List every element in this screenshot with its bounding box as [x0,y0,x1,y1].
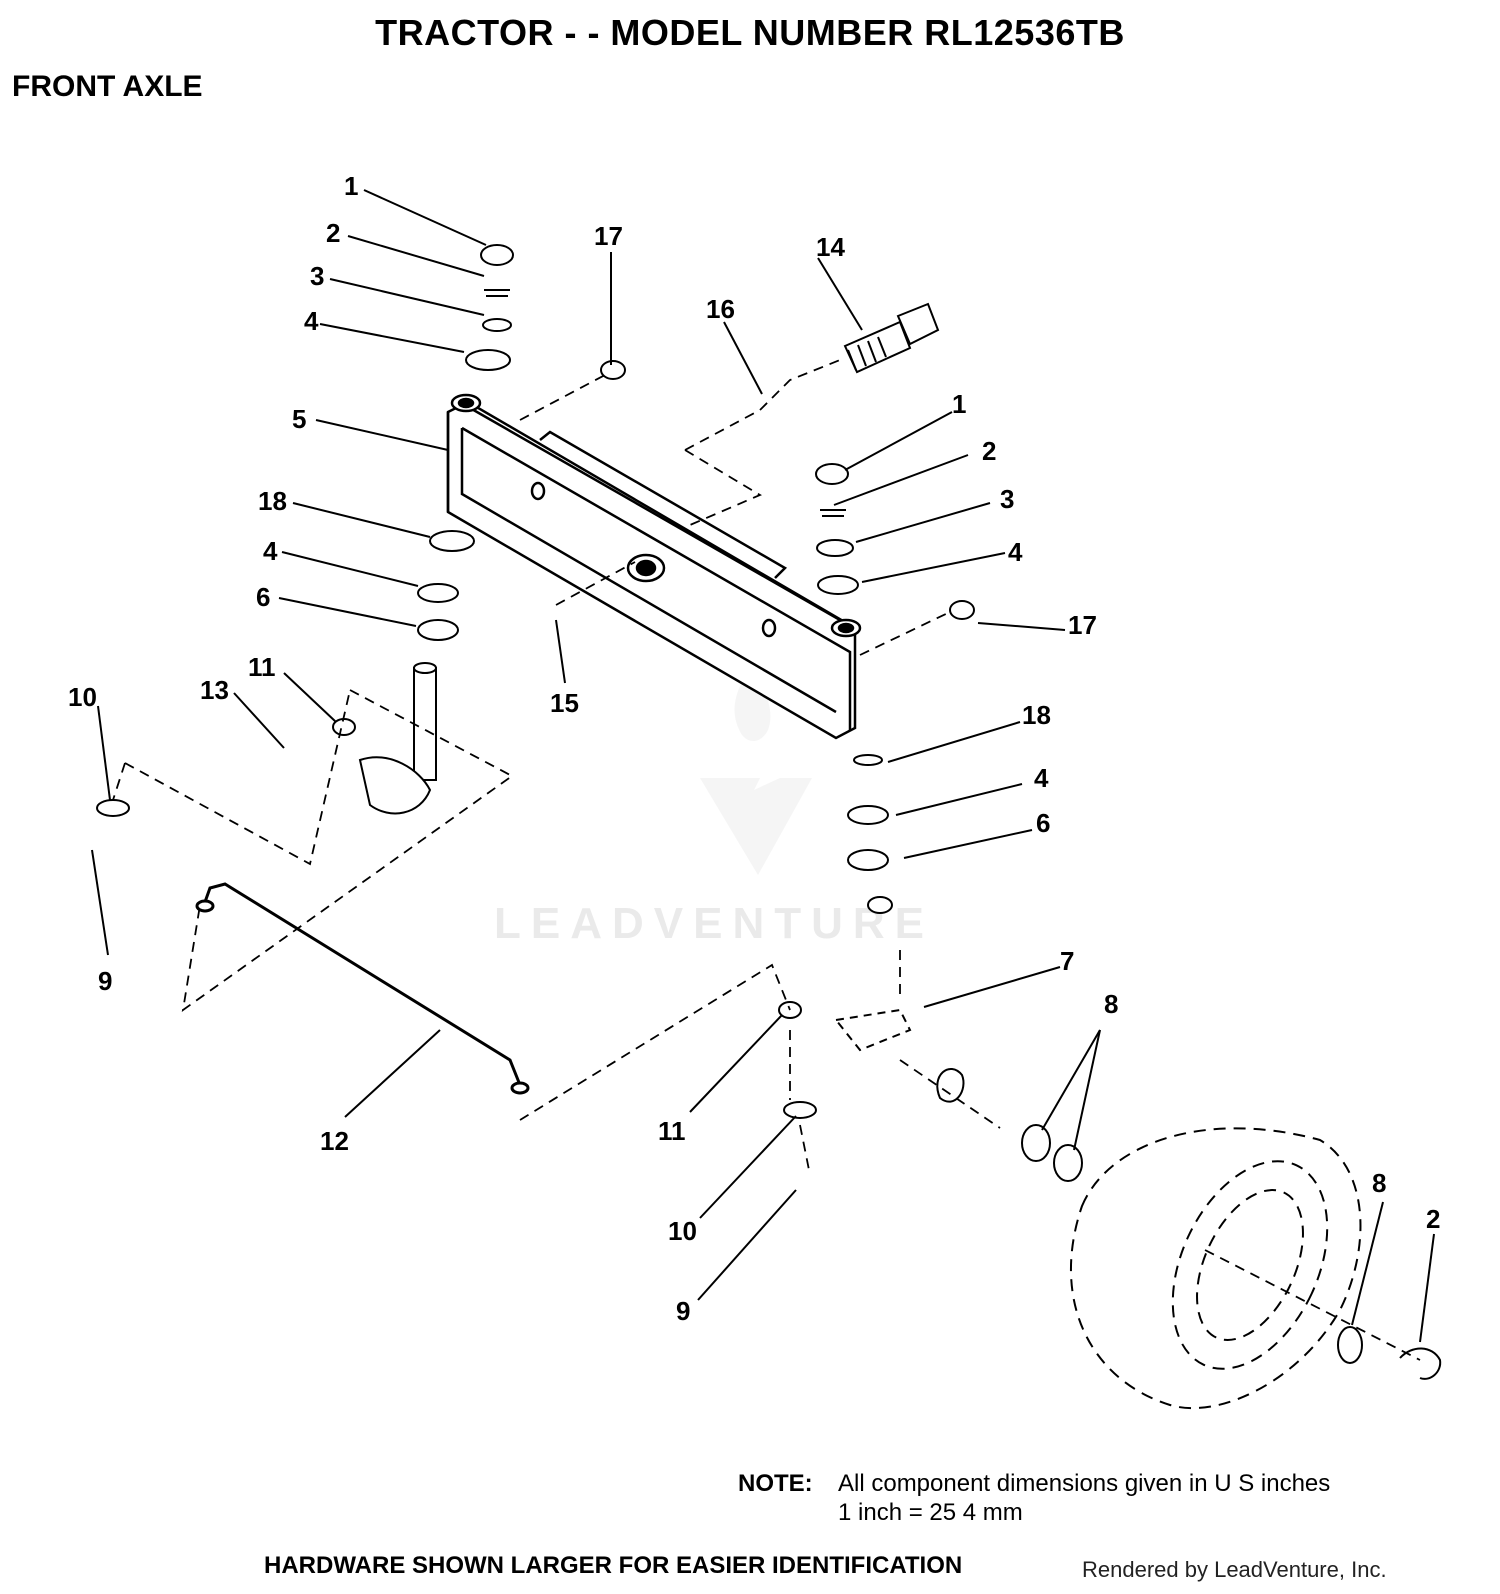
dashed-assembly-lines [112,359,1421,1361]
bolt-14 [843,302,940,374]
callout-18b: 18 [1022,700,1051,730]
callout-14: 14 [816,232,845,262]
watermark-text: LEADVENTURE [494,899,934,948]
callout-3a: 3 [310,261,324,291]
callout-8b: 8 [1372,1168,1386,1198]
callout-8a: 8 [1104,989,1118,1019]
front-axle-beam [446,393,862,740]
callout-4d: 4 [1034,763,1049,793]
callout-11a: 11 [248,652,276,682]
callout-13: 13 [200,675,229,705]
spindle-right [834,896,912,1052]
spindle-left [358,662,437,815]
section-title: FRONT AXLE [12,70,203,103]
callout-6b: 6 [1036,808,1050,838]
callout-1a: 1 [344,171,358,201]
page-title: TRACTOR - - MODEL NUMBER RL12536TB [375,12,1125,53]
callout-10b: 10 [668,1216,697,1246]
callout-9a: 9 [98,966,112,996]
note-conversion: 1 inch = 25 4 mm [838,1499,1023,1526]
note-dimensions: All component dimensions given in U S in… [838,1470,1331,1497]
callout-12: 12 [320,1126,349,1156]
callout-18a: 18 [258,486,287,516]
callout-16: 16 [706,294,735,324]
callout-10a: 10 [68,682,97,712]
callout-17a: 17 [594,221,623,251]
callout-2a: 2 [326,218,340,248]
callout-7: 7 [1060,946,1074,976]
callout-2c: 2 [1426,1204,1440,1234]
leader-lines [91,189,1435,1343]
tie-rod-12 [195,882,530,1095]
callout-4c: 4 [1008,537,1023,567]
hardware-footer: HARDWARE SHOWN LARGER FOR EASIER IDENTIF… [264,1552,963,1579]
callout-4b: 4 [263,536,278,566]
chevron-logo-icon [700,778,812,875]
wheel-tire [1069,1127,1362,1410]
washers-hardware [96,244,1442,1380]
callout-17b: 17 [1068,610,1097,640]
callout-3b: 3 [1000,484,1014,514]
callout-11b: 11 [658,1116,686,1146]
callout-4a: 4 [304,306,319,336]
note-label: NOTE: [738,1470,813,1497]
rendered-by-credit: Rendered by LeadVenture, Inc. [1082,1557,1387,1582]
callout-9b: 9 [676,1296,690,1326]
callout-6a: 6 [256,582,270,612]
callout-numbers: 1 2 3 4 5 18 4 6 11 13 10 9 12 17 16 14 … [68,171,1440,1326]
callout-15: 15 [550,688,579,718]
callout-1b: 1 [952,389,966,419]
callout-2b: 2 [982,436,996,466]
watermark-logo: LEADVENTURE [494,665,934,948]
callout-5: 5 [292,404,306,434]
